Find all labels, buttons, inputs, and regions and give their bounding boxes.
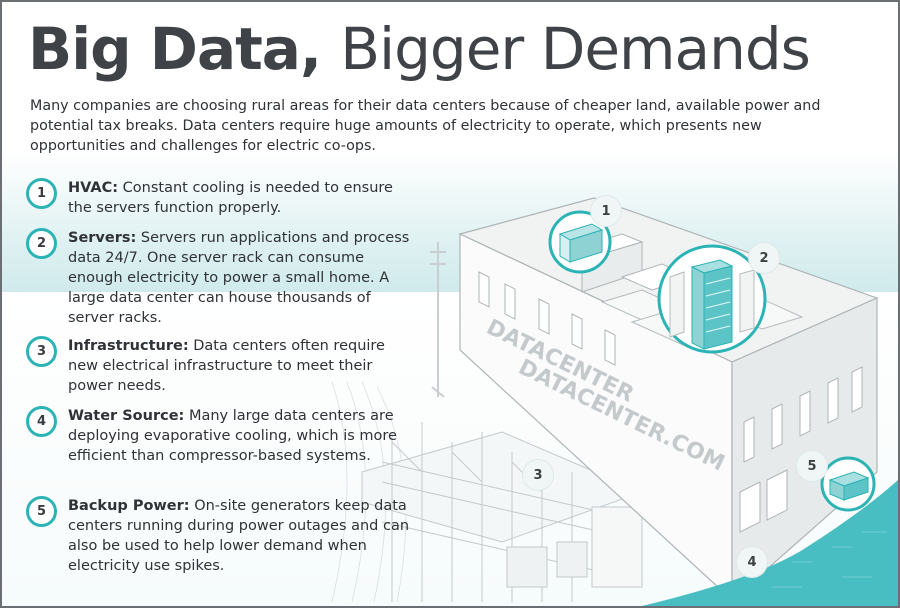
utility-pole — [430, 242, 446, 398]
point-heading: Water Source: — [68, 408, 185, 424]
point-heading: Infrastructure: — [68, 338, 189, 354]
water-source — [642, 480, 898, 606]
point-body: Many large data centers are deploying ev… — [68, 408, 397, 464]
callout-1: 1 — [590, 195, 622, 227]
point-text: Water Source: Many large data centers ar… — [68, 406, 413, 466]
number-badge: 1 — [26, 178, 57, 209]
servers-magnifier — [657, 244, 767, 354]
water-ripples — [772, 531, 887, 588]
point-text: Infrastructure: Data centers often requi… — [68, 336, 413, 396]
point-text: HVAC: Constant cooling is needed to ensu… — [68, 178, 413, 218]
callout-4: 4 — [736, 546, 768, 578]
data-center-building: DATACENTER DATACENTER.COM — [458, 197, 879, 602]
number-badge: 4 — [26, 406, 57, 437]
point-heading: HVAC: — [68, 180, 119, 196]
number-badge: 2 — [26, 228, 57, 259]
point-heading: Backup Power: — [68, 498, 190, 514]
generator-magnifier — [820, 456, 876, 512]
title-bold: Big Data, — [28, 15, 322, 83]
hvac-magnifier — [548, 210, 612, 274]
callout-5: 5 — [796, 450, 828, 482]
title-light: Bigger Demands — [340, 15, 811, 83]
point-body: On-site generators keep data centers run… — [68, 498, 410, 574]
point-heading: Servers: — [68, 230, 137, 246]
point-text: Backup Power: On-site generators keep da… — [68, 496, 413, 576]
callout-3: 3 — [522, 459, 554, 491]
page-title: Big Data, Bigger Demands — [28, 15, 811, 83]
point-body: Servers run applications and process dat… — [68, 230, 410, 326]
intro-paragraph: Many companies are choosing rural areas … — [30, 98, 821, 154]
number-badge: 5 — [26, 496, 57, 527]
point-body: Constant cooling is needed to ensure the… — [68, 180, 393, 216]
point-text: Servers: Servers run applications and pr… — [68, 228, 413, 328]
callout-2: 2 — [748, 242, 780, 274]
point-body: Data centers often require new electrica… — [68, 338, 385, 394]
substation — [361, 422, 644, 602]
number-badge: 3 — [26, 336, 57, 367]
